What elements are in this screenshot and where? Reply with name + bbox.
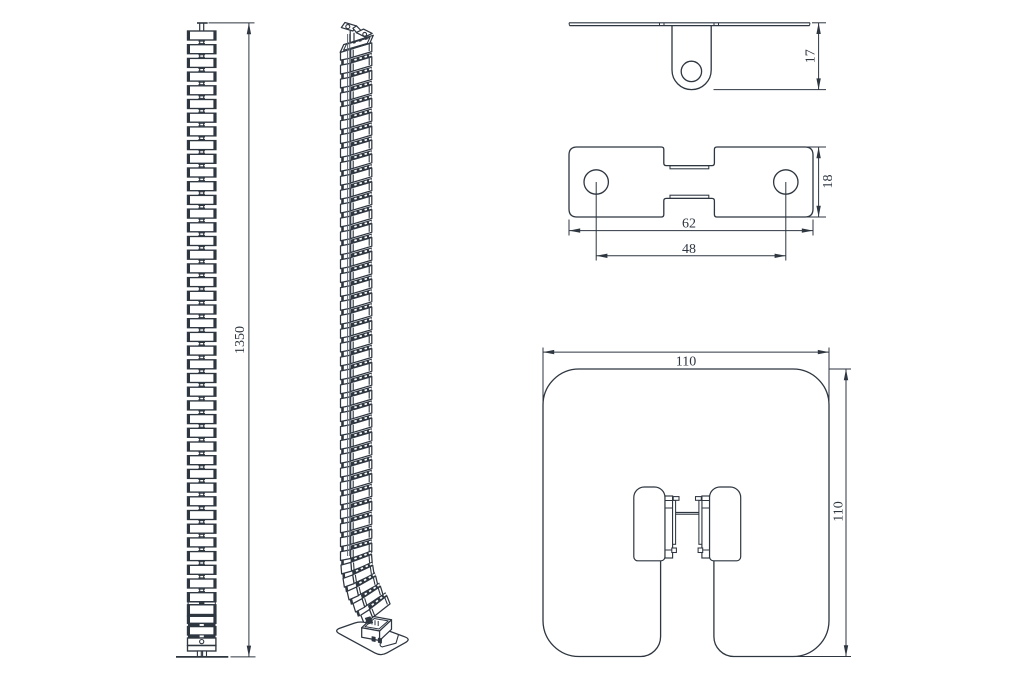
svg-text:48: 48 [682,242,696,257]
svg-text:18: 18 [821,175,836,189]
svg-text:17: 17 [804,49,819,63]
svg-text:1350: 1350 [233,326,248,354]
svg-text:62: 62 [682,216,696,231]
svg-text:110: 110 [676,355,696,370]
svg-text:110: 110 [832,501,847,521]
